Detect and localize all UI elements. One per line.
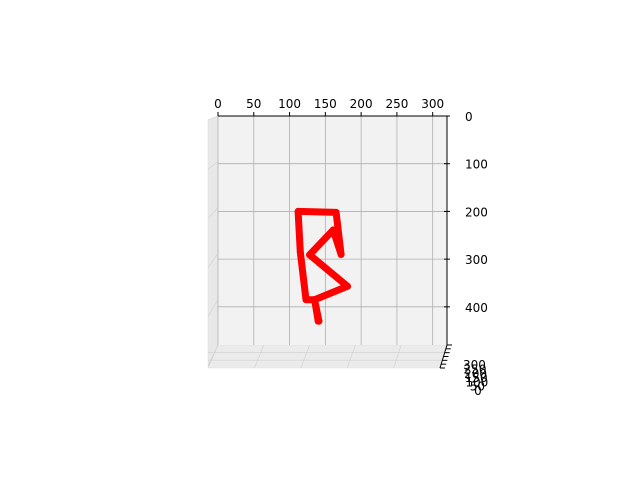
y-tick-label: 0 — [465, 110, 473, 124]
floor-gridline — [300, 344, 310, 369]
y-tick-label: 200 — [465, 205, 488, 219]
z-tick-label: 0 — [474, 384, 482, 398]
data-point — [294, 207, 302, 215]
floor-gridline — [346, 344, 356, 369]
data-point — [344, 282, 352, 290]
y-tick-label: 100 — [465, 158, 488, 172]
data-point — [332, 208, 340, 216]
data-point — [296, 248, 304, 256]
y-tick-label: 300 — [465, 253, 488, 267]
y-axis-ticks: 0 100 200 300 400 — [444, 110, 488, 315]
data-point — [302, 296, 310, 304]
x-tick-label: 200 — [350, 97, 373, 111]
x-tick-label: 300 — [421, 97, 444, 111]
left-pane — [207, 115, 219, 367]
side-gridline — [207, 207, 219, 219]
x-axis-ticks: 0 50 100 150 200 250 300 — [214, 97, 444, 116]
z-tick-label: 300 — [463, 358, 486, 372]
floor-gridline — [254, 344, 265, 369]
series-layer — [294, 207, 352, 325]
axes-panes — [207, 115, 448, 369]
floor-gridline — [393, 344, 402, 369]
x-tick-label: 250 — [385, 97, 408, 111]
side-gridline — [207, 161, 219, 170]
side-gridline — [207, 253, 219, 268]
data-point — [311, 296, 319, 304]
data-point — [329, 226, 337, 234]
x-tick-label: 100 — [278, 97, 301, 111]
data-point — [337, 250, 345, 258]
side-gridline — [207, 344, 219, 367]
z-tick-label: 150 — [465, 371, 488, 385]
side-gridline — [207, 115, 219, 121]
z-tick-label: 100 — [465, 375, 488, 389]
x-tick-label: 0 — [214, 97, 222, 111]
data-point — [306, 251, 314, 259]
x-tick-label: 150 — [314, 97, 337, 111]
x-tick-label: 50 — [246, 97, 261, 111]
data-point — [315, 317, 323, 325]
side-gridline — [207, 299, 219, 317]
z-tick-label: 50 — [470, 380, 485, 394]
y-tick-label: 400 — [465, 301, 488, 315]
z-tick-label: 250 — [464, 363, 487, 377]
z-tick-label: 200 — [464, 367, 487, 381]
floor-pane — [207, 344, 448, 369]
